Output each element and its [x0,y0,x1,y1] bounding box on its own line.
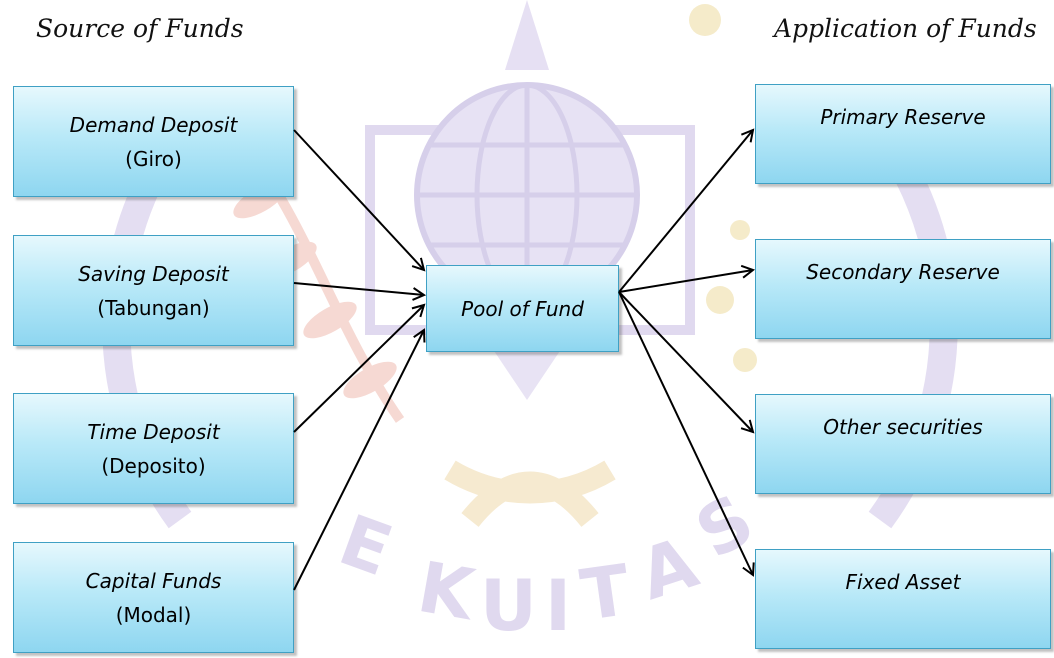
source-sublabel: (Modal) [115,602,192,627]
svg-text:E: E [329,499,402,592]
source-box-demand-deposit: Demand Deposit (Giro) [13,86,294,197]
source-box-capital-funds: Capital Funds (Modal) [13,542,294,653]
source-label: Capital Funds [85,568,222,593]
source-sublabel: (Giro) [125,146,182,171]
pool-label: Pool of Fund [461,296,584,321]
source-box-saving-deposit: Saving Deposit (Tabungan) [13,235,294,346]
source-sublabel: (Deposito) [101,453,206,478]
source-box-time-deposit: Time Deposit (Deposito) [13,393,294,504]
source-label: Saving Deposit [78,261,229,286]
source-sublabel: (Tabungan) [97,295,210,320]
application-label: Primary Reserve [820,105,986,129]
app-box-fixed-asset: Fixed Asset [755,549,1051,649]
svg-text:I: I [545,565,571,647]
application-label: Secondary Reserve [806,260,1000,284]
svg-text:T: T [576,549,635,637]
application-label: Fixed Asset [845,570,961,594]
svg-text:A: A [630,521,707,616]
source-of-funds-heading: Source of Funds [36,14,244,43]
source-label: Time Deposit [87,419,220,444]
svg-text:K: K [412,546,482,637]
app-box-primary-reserve: Primary Reserve [755,84,1051,184]
application-of-funds-heading: Application of Funds [774,14,1037,43]
pool-of-fund-box: Pool of Fund [426,265,619,352]
application-label: Other securities [823,415,983,439]
app-box-other-securities: Other securities [755,394,1051,494]
app-box-secondary-reserve: Secondary Reserve [755,239,1051,339]
source-label: Demand Deposit [69,112,238,137]
svg-text:U: U [480,565,537,647]
